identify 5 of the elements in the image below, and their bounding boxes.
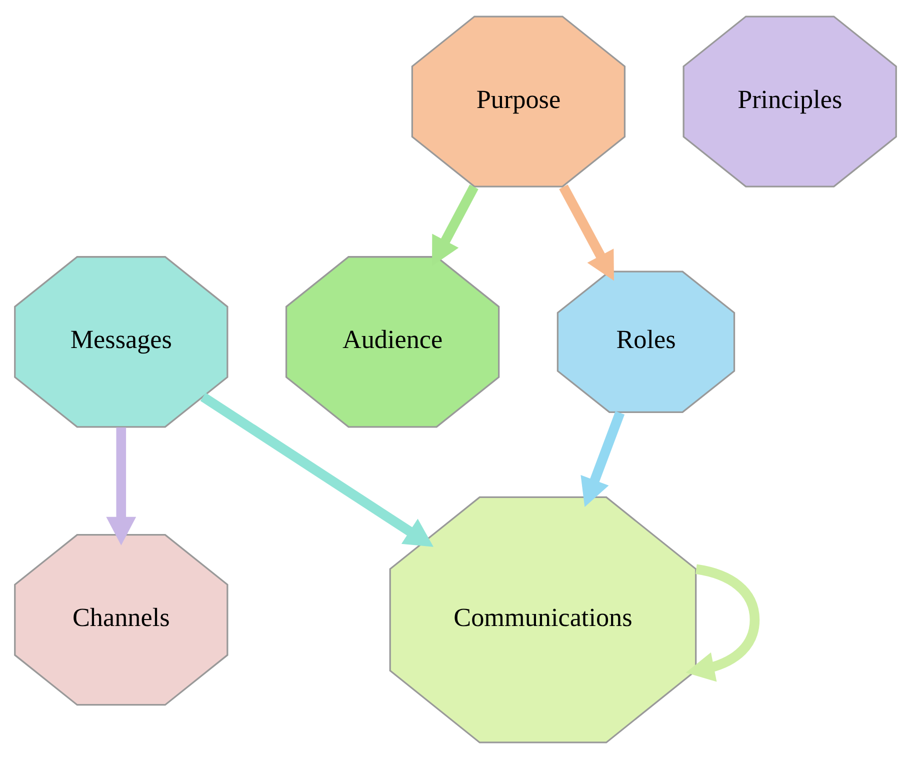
- arrow: [580, 410, 625, 506]
- arrow: [106, 426, 136, 545]
- arrow: [559, 184, 614, 280]
- arrow: [200, 392, 434, 546]
- arrow: [686, 564, 760, 682]
